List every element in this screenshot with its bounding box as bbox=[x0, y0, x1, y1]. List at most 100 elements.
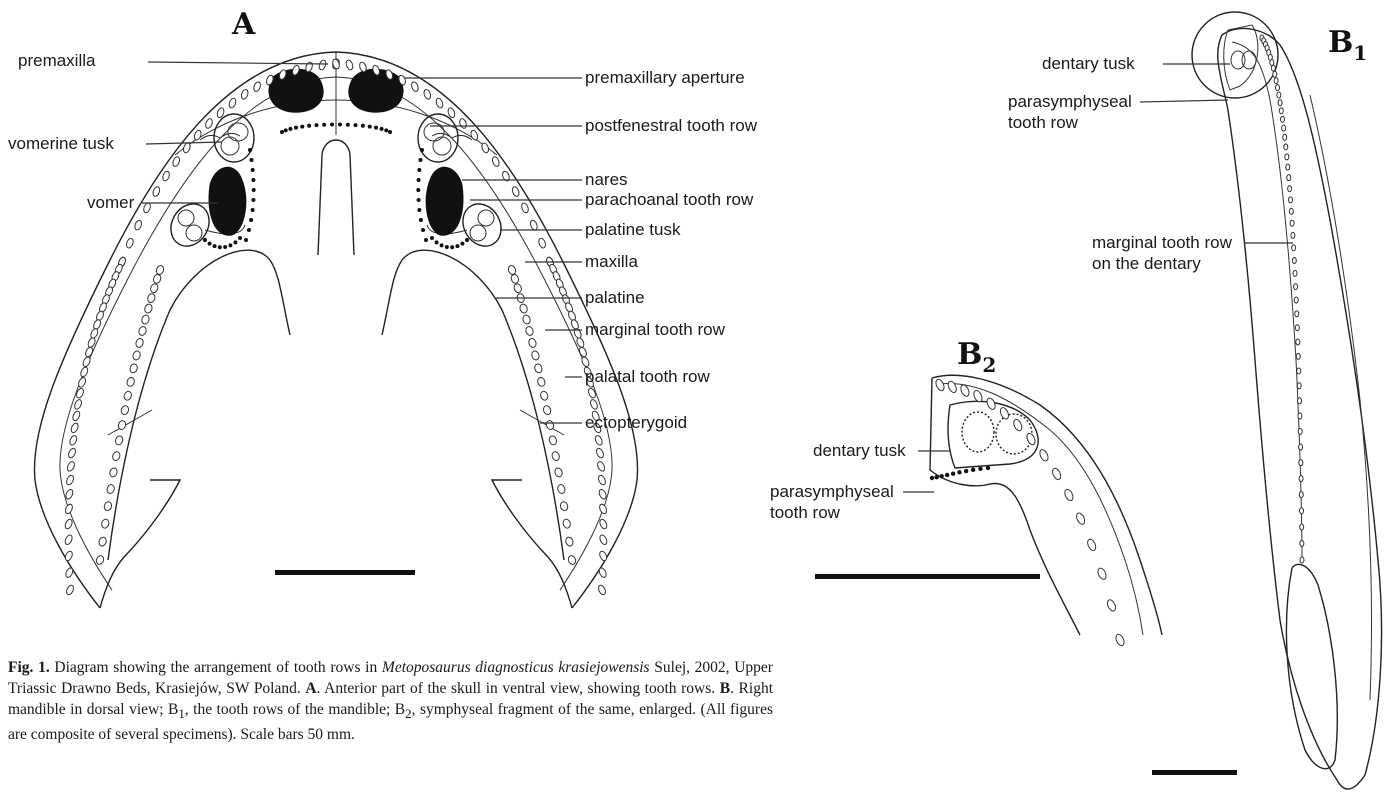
postfenestral-tooth bbox=[380, 127, 384, 131]
b1-jaw-line bbox=[1310, 95, 1372, 700]
marginal-tooth bbox=[240, 89, 249, 100]
parachoanal-tooth bbox=[455, 244, 459, 248]
label-b1-marginal-1: marginal tooth row bbox=[1092, 233, 1233, 252]
marginal-tooth bbox=[134, 219, 143, 230]
b1-marginal-tooth bbox=[1300, 557, 1304, 563]
b2-marginal-tooth bbox=[1075, 512, 1086, 526]
label-palatine: palatine bbox=[585, 288, 645, 307]
b2-marginal-tooth bbox=[934, 378, 945, 392]
b1-marginal-tooth bbox=[1298, 398, 1302, 404]
marginal-tooth bbox=[538, 237, 547, 248]
parachoanal-tooth bbox=[247, 228, 251, 232]
marginal-tooth bbox=[597, 584, 607, 596]
palatal-tooth bbox=[123, 390, 133, 401]
palatal-tooth bbox=[548, 435, 558, 446]
marginal-tooth bbox=[125, 237, 134, 248]
parachoanal-tooth bbox=[248, 148, 252, 152]
marginal-tooth bbox=[345, 59, 354, 70]
b1-marginal-tooth bbox=[1279, 108, 1283, 114]
marginal-tooth bbox=[253, 81, 262, 92]
marginal-tooth bbox=[64, 503, 74, 515]
postfenestral-tooth bbox=[338, 123, 342, 127]
palatal-tooth bbox=[95, 555, 105, 566]
marginal-tooth bbox=[66, 461, 76, 473]
palatal-tooth bbox=[507, 265, 517, 276]
palatal-tooth bbox=[531, 350, 541, 361]
labels-b1: dentary tusk parasymphyseal tooth row ma… bbox=[1008, 54, 1293, 273]
parachoanal-tooth bbox=[213, 244, 217, 248]
palatal-tooth bbox=[141, 314, 151, 325]
b1-marginal-tooth bbox=[1284, 144, 1288, 150]
parachoanal-tooth bbox=[208, 242, 212, 246]
palatal-tooth bbox=[536, 376, 546, 387]
left-ectopterygoid-suture bbox=[108, 410, 152, 435]
postfenestral-tooth bbox=[280, 130, 284, 134]
b1-marginal-tooth bbox=[1296, 353, 1300, 359]
marginal-tooth bbox=[318, 59, 327, 70]
caption-fig-label: Fig. 1. bbox=[8, 659, 50, 676]
label-palatine-tusk: palatine tusk bbox=[585, 220, 681, 239]
label-maxilla: maxilla bbox=[585, 252, 638, 271]
b2-marginal-tooth bbox=[1063, 488, 1074, 502]
b1-magnifier-circle bbox=[1192, 12, 1278, 98]
caption-text-3: . Anterior part of the skull in ventral … bbox=[317, 680, 720, 697]
postfenestral-tooth bbox=[346, 123, 350, 127]
b1-marginal-tooth bbox=[1297, 383, 1301, 389]
scale-bar-a bbox=[275, 570, 415, 575]
b2-parasymphyseal-tooth bbox=[986, 466, 990, 470]
label-premaxilla: premaxilla bbox=[18, 51, 96, 70]
parachoanal-tooth bbox=[251, 178, 255, 182]
palatal-tooth bbox=[534, 363, 544, 374]
marginal-tooth bbox=[162, 170, 171, 181]
parachoanal-tooth bbox=[251, 208, 255, 212]
parachoanal-tooth bbox=[223, 245, 227, 249]
b2-outer-outline bbox=[932, 375, 1162, 635]
parachoanal-tooth bbox=[249, 218, 253, 222]
postfenestral-tooth bbox=[361, 124, 365, 128]
b1-marginal-tooth bbox=[1274, 78, 1278, 84]
parachoanal-tooth bbox=[420, 148, 424, 152]
postfenestral-tooth bbox=[330, 123, 334, 127]
b2-marginal-tooth bbox=[1096, 567, 1107, 581]
palatal-tooth bbox=[519, 303, 529, 314]
parachoanal-tooth bbox=[417, 198, 421, 202]
right-posterior-lappet bbox=[492, 480, 572, 608]
marginal-tooth bbox=[64, 550, 74, 562]
palatal-tooth bbox=[135, 338, 145, 349]
b1-marginal-tooth bbox=[1299, 444, 1303, 450]
marginal-tooth bbox=[65, 584, 75, 596]
b1-marginal-tooth bbox=[1273, 71, 1277, 77]
marginal-tooth bbox=[84, 346, 94, 358]
marginal-tooth bbox=[458, 118, 467, 129]
marginal-tooth bbox=[596, 461, 606, 473]
b1-marginal-tooth bbox=[1299, 476, 1303, 482]
marginal-tooth bbox=[435, 97, 444, 108]
marginal-tooth bbox=[410, 81, 419, 92]
parachoanal-tooth bbox=[419, 218, 423, 222]
parachoanal-tooth bbox=[460, 242, 464, 246]
leader-vomerine-tusk bbox=[146, 142, 222, 144]
parachoanal-tooth bbox=[244, 238, 248, 242]
palatal-tooth bbox=[525, 326, 535, 337]
b1-marginal-tooth bbox=[1282, 125, 1286, 131]
marginal-tooth bbox=[598, 488, 608, 500]
marginal-tooth bbox=[70, 422, 80, 434]
parachoanal-tooth bbox=[417, 208, 421, 212]
palatal-tooth bbox=[522, 314, 532, 325]
palatal-tooth bbox=[144, 303, 154, 314]
b1-marginal-tooth bbox=[1298, 428, 1302, 434]
marginal-tooth bbox=[491, 156, 500, 167]
leader-premaxilla bbox=[148, 62, 328, 64]
parachoanal-tooth bbox=[203, 238, 207, 242]
label-ectopterygoid: ectopterygoid bbox=[585, 413, 687, 432]
marginal-tooth bbox=[520, 202, 529, 213]
marginal-tooth bbox=[599, 518, 609, 530]
marginal-tooth bbox=[358, 61, 367, 72]
left-premaxillary-aperture bbox=[269, 69, 323, 112]
label-parachoanal-tooth-row: parachoanal tooth row bbox=[585, 190, 754, 209]
b2-marginal-tooth bbox=[1086, 538, 1097, 552]
palatal-tooth bbox=[120, 405, 130, 416]
palatal-tooth bbox=[556, 484, 566, 495]
parachoanal-tooth bbox=[430, 236, 434, 240]
parachoanal-tooth bbox=[424, 238, 428, 242]
